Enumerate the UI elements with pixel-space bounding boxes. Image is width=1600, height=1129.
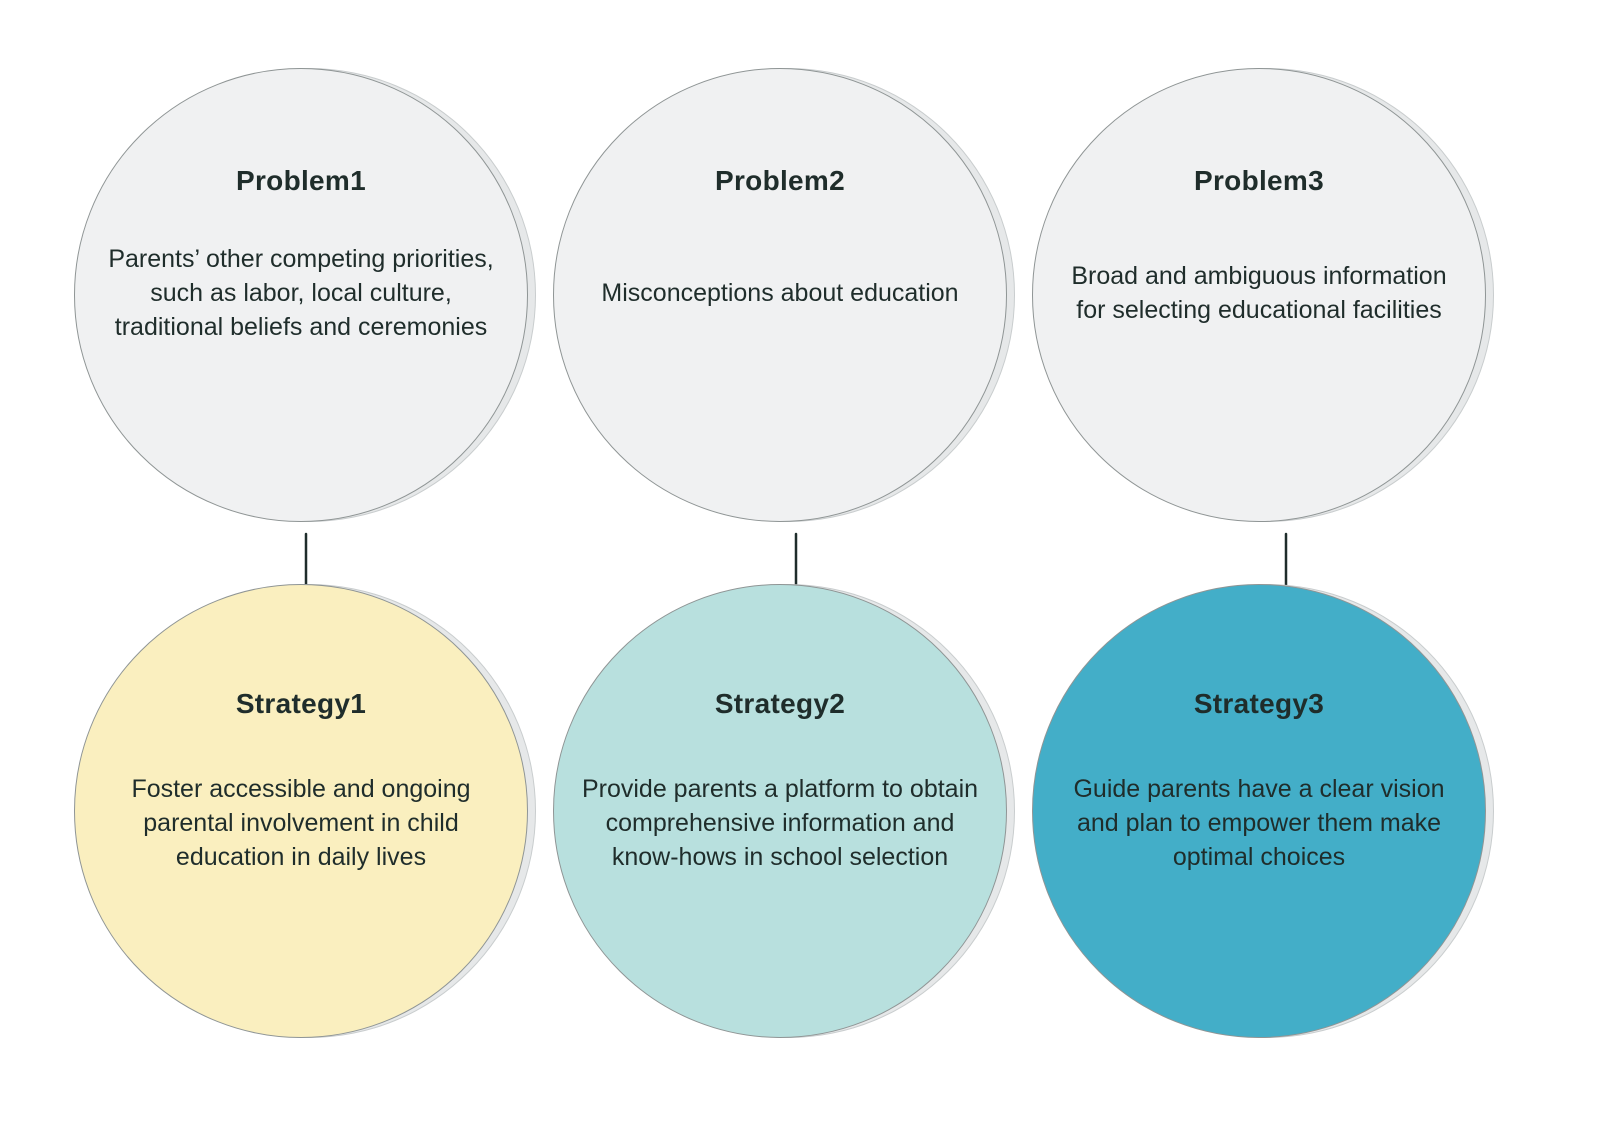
strategy-3-circle: Strategy3 Guide parents have a clear vis… [1032, 584, 1486, 1038]
strategy-1-text: Foster accessible and ongoing parental i… [131, 775, 471, 871]
problem-2-text: Misconceptions about education [601, 279, 959, 307]
problem-3-circle: Problem3 Broad and ambiguous information… [1032, 68, 1486, 522]
strategy-1-title: Strategy1 [235, 688, 367, 719]
problem-1-title: Problem1 [236, 165, 366, 196]
strategy-3-title: Strategy3 [1193, 688, 1325, 719]
strategy-2-circle: Strategy2 Provide parents a platform to … [553, 584, 1007, 1038]
strategy-2-title: Strategy2 [714, 688, 846, 719]
problem-2-circle: Problem2 Misconceptions about education [553, 68, 1007, 522]
strategy-2-text: Provide parents a platform to obtain com… [581, 775, 979, 871]
problem-1-circle: Problem1 Parents’ other competing priori… [74, 68, 528, 522]
problem-3-title: Problem3 [1194, 165, 1324, 196]
problem-3-text: Broad and ambiguous information for sele… [1071, 262, 1447, 324]
problem-1-text: Parents’ other competing priorities, suc… [108, 245, 494, 341]
strategy-1-circle: Strategy1 Foster accessible and ongoing … [74, 584, 528, 1038]
problem-2-title: Problem2 [715, 165, 845, 196]
strategy-3-text: Guide parents have a clear vision and pl… [1073, 775, 1445, 871]
